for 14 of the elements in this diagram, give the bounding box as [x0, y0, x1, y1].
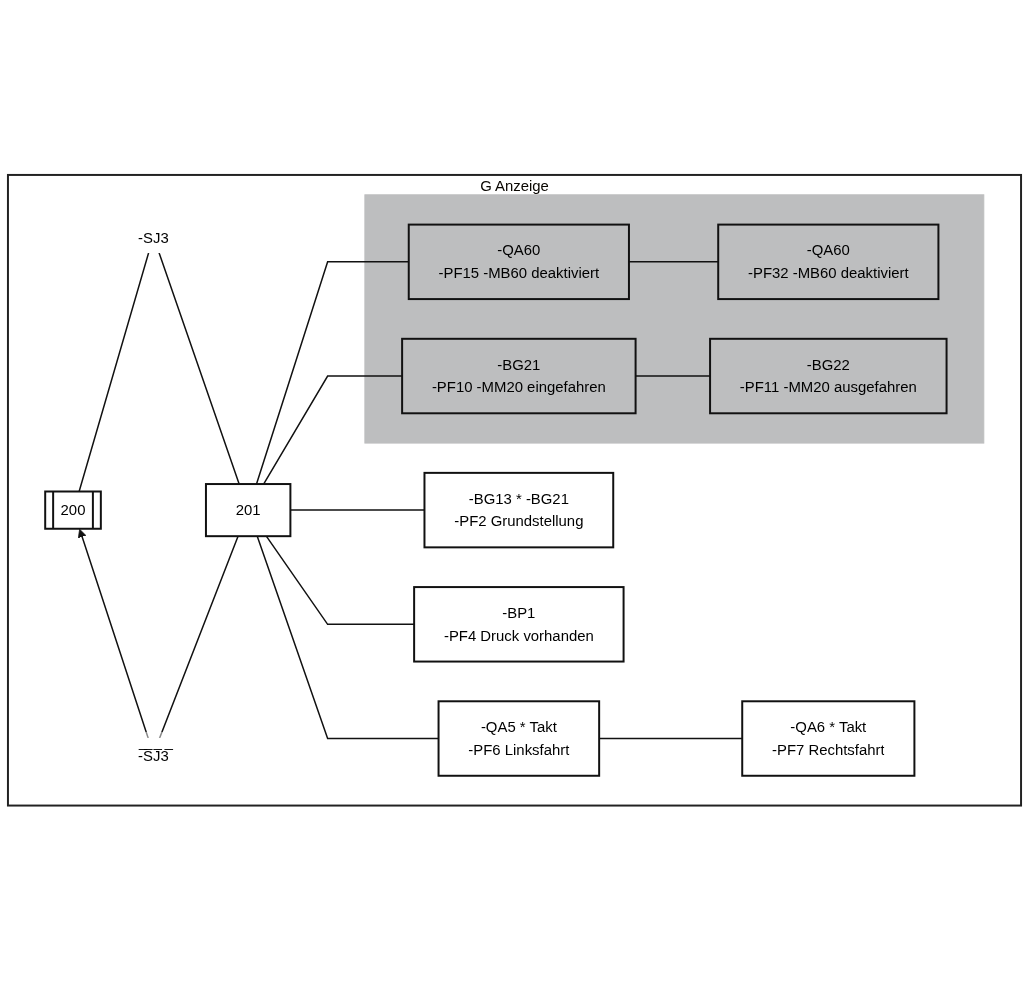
connector — [628, 261, 719, 263]
node-box: -BG22 -PF11 -MM20 ausgefahren — [709, 338, 948, 415]
node-box: -QA60 -PF32 -MB60 deaktiviert — [717, 223, 940, 301]
edge-label: -SJ3 — [138, 229, 169, 247]
node-box: -QA60 -PF15 -MB60 deaktiviert — [407, 223, 630, 301]
node-box: 201 — [204, 483, 292, 538]
node-box: -BP1 -PF4 Druck vorhanden — [413, 586, 625, 663]
node-box: -QA6 * Takt -PF7 Rechtsfahrt — [741, 700, 916, 777]
node-box: -BG21 -PF10 -MM20 eingefahren — [401, 338, 637, 415]
connector — [262, 375, 403, 486]
node-box: -QA5 * Takt -PF6 Linksfahrt — [437, 700, 601, 777]
cluster — [364, 194, 985, 444]
connector — [265, 535, 415, 626]
node-box: -BG13 * -BG21 -PF2 Grundstellung — [423, 472, 615, 549]
